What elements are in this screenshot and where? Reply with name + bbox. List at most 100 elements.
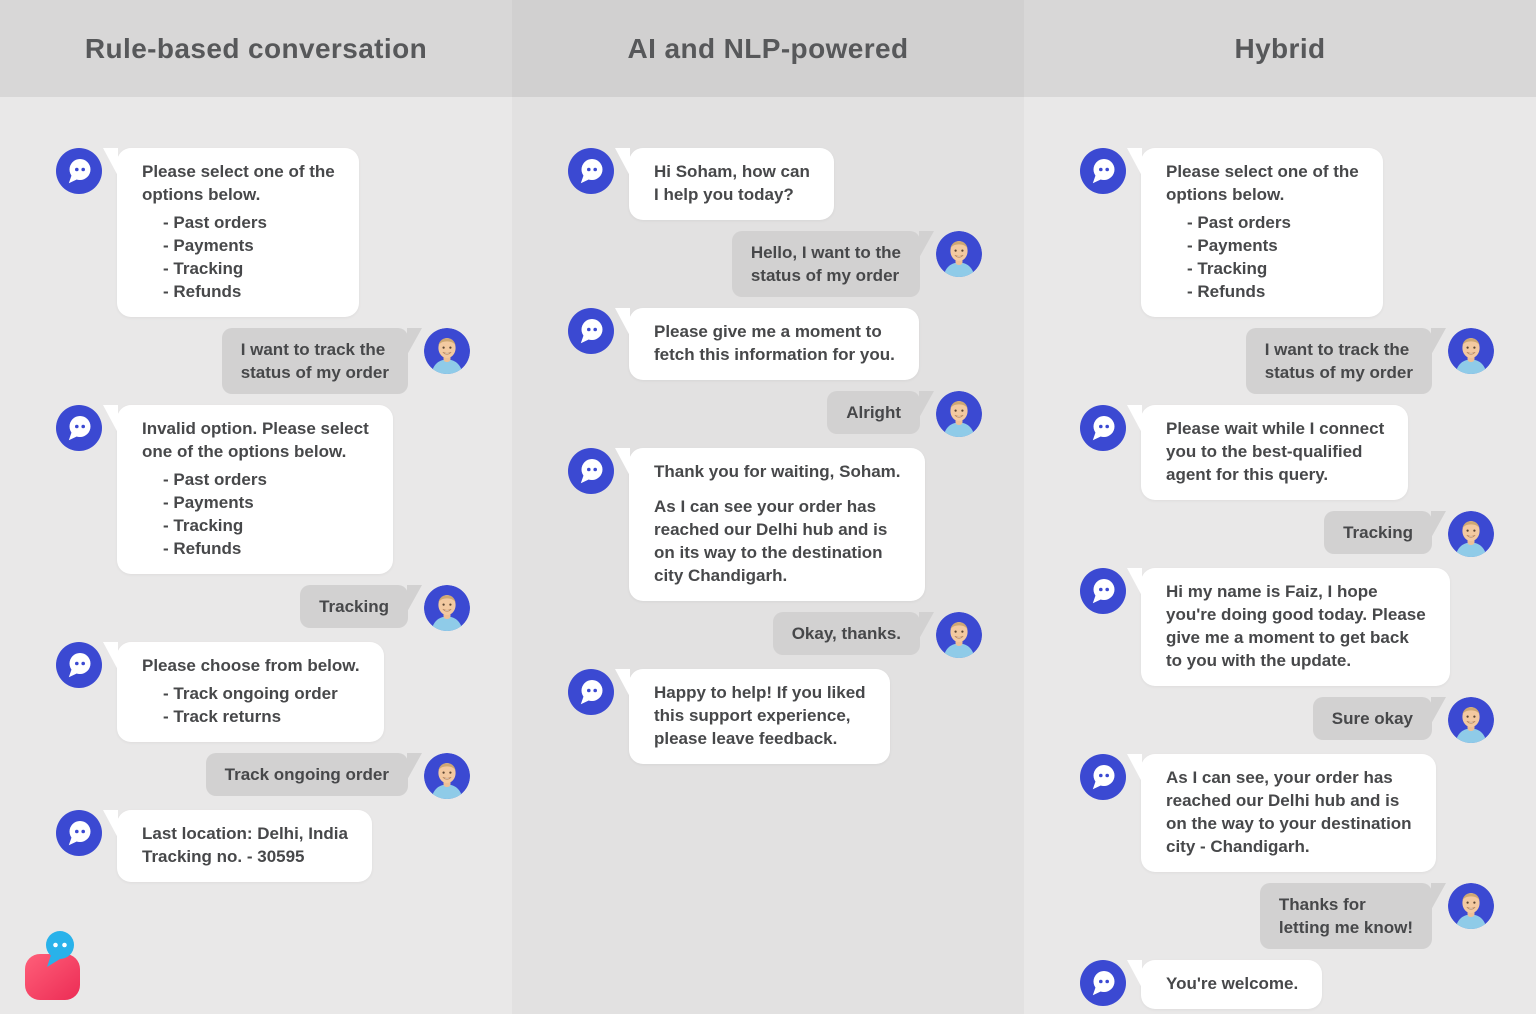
column-header-ai-nlp: AI and NLP-powered (512, 0, 1024, 97)
column-header-hybrid: Hybrid (1024, 0, 1536, 97)
user-avatar (424, 585, 470, 631)
chat-bubble-icon (1080, 754, 1126, 800)
user-message-row: Okay, thanks. (568, 612, 982, 658)
brand-chat-logo (22, 928, 84, 1002)
option-item: - Track returns (163, 707, 282, 726)
user-avatar-graphic (424, 328, 470, 374)
avatar-eye (961, 630, 964, 633)
avatar-hair (438, 763, 456, 772)
chat-bubble-icon-graphic (56, 405, 102, 451)
avatar-shirt (431, 616, 463, 631)
bot-icon-bubble-tail (1092, 432, 1102, 441)
avatar-eye (961, 409, 964, 412)
option-list: - Past orders- Payments- Tracking- Refun… (142, 468, 369, 560)
bot-icon-bubble (1093, 416, 1115, 437)
chat-bubble-icon (1080, 405, 1126, 451)
avatar-shirt (1455, 914, 1487, 929)
avatar-smile (442, 608, 452, 612)
bot-icon-bubble-tail (68, 175, 78, 184)
column-title-hybrid: Hybrid (1234, 32, 1326, 64)
user-avatar-graphic (1448, 328, 1494, 374)
avatar-hair (950, 241, 968, 250)
chat-bubble-icon-graphic (56, 148, 102, 194)
bot-icon-dot (75, 829, 79, 834)
logo-bubble-dot (53, 942, 58, 948)
option-item: - Payments (163, 236, 254, 255)
option-item: - Tracking (163, 516, 244, 535)
user-avatar (424, 753, 470, 799)
avatar-eye (442, 771, 445, 774)
bot-icon-bubble-tail (580, 696, 590, 705)
message-text: Please choose from below. (142, 656, 360, 675)
avatar-hair (1462, 893, 1480, 902)
chat-bubble-icon (56, 405, 102, 451)
avatar-shirt (431, 784, 463, 799)
bot-icon-bubble (69, 416, 91, 437)
avatar-smile (1466, 720, 1476, 724)
avatar-eye (954, 630, 957, 633)
avatar-eye (442, 346, 445, 349)
option-item: - Payments (1187, 236, 1278, 255)
bot-icon-dot (1099, 773, 1103, 778)
chat-bubble-icon (568, 148, 614, 194)
avatar-face (438, 763, 456, 783)
bot-icon-bubble (69, 653, 91, 674)
bot-icon-bubble (1093, 579, 1115, 600)
user-message-row: Sure okay (1080, 697, 1494, 743)
message-text: Track ongoing order (224, 765, 389, 784)
avatar-hair (438, 338, 456, 347)
bot-icon-bubble (581, 319, 603, 340)
avatar-hair (438, 595, 456, 604)
avatar-eye (1466, 715, 1469, 718)
user-avatar-graphic (1448, 511, 1494, 557)
avatar-smile (954, 414, 964, 418)
column-title-rule-based: Rule-based conversation (84, 32, 428, 64)
avatar-face (1462, 338, 1480, 358)
option-list: - Past orders- Payments- Tracking- Refun… (1166, 211, 1359, 303)
avatar-face (1462, 893, 1480, 913)
bot-icon-bubble-tail (68, 669, 78, 678)
bot-icon-bubble (581, 459, 603, 480)
chat-bubble-icon-graphic (1080, 148, 1126, 194)
user-message-bubble: Sure okay (1312, 697, 1432, 740)
bot-icon-dot (1099, 167, 1103, 172)
chat-bubble-icon-graphic (1080, 405, 1126, 451)
avatar-hair (1462, 521, 1480, 530)
bot-icon-bubble (581, 680, 603, 701)
chat-bubble-icon (56, 148, 102, 194)
avatar-eye (954, 249, 957, 252)
bot-icon-bubble-tail (1092, 987, 1102, 996)
user-avatar (1448, 511, 1494, 557)
user-avatar (1448, 328, 1494, 374)
user-avatar (1448, 697, 1494, 743)
bot-icon-bubble (581, 159, 603, 180)
user-message-bubble: Tracking (1324, 511, 1432, 554)
bot-message-row: You're welcome. (1080, 960, 1494, 1009)
avatar-eye (954, 409, 957, 412)
bot-icon-dot (1105, 979, 1109, 984)
avatar-hair (950, 622, 968, 631)
user-message-bubble: Alright (827, 391, 920, 434)
